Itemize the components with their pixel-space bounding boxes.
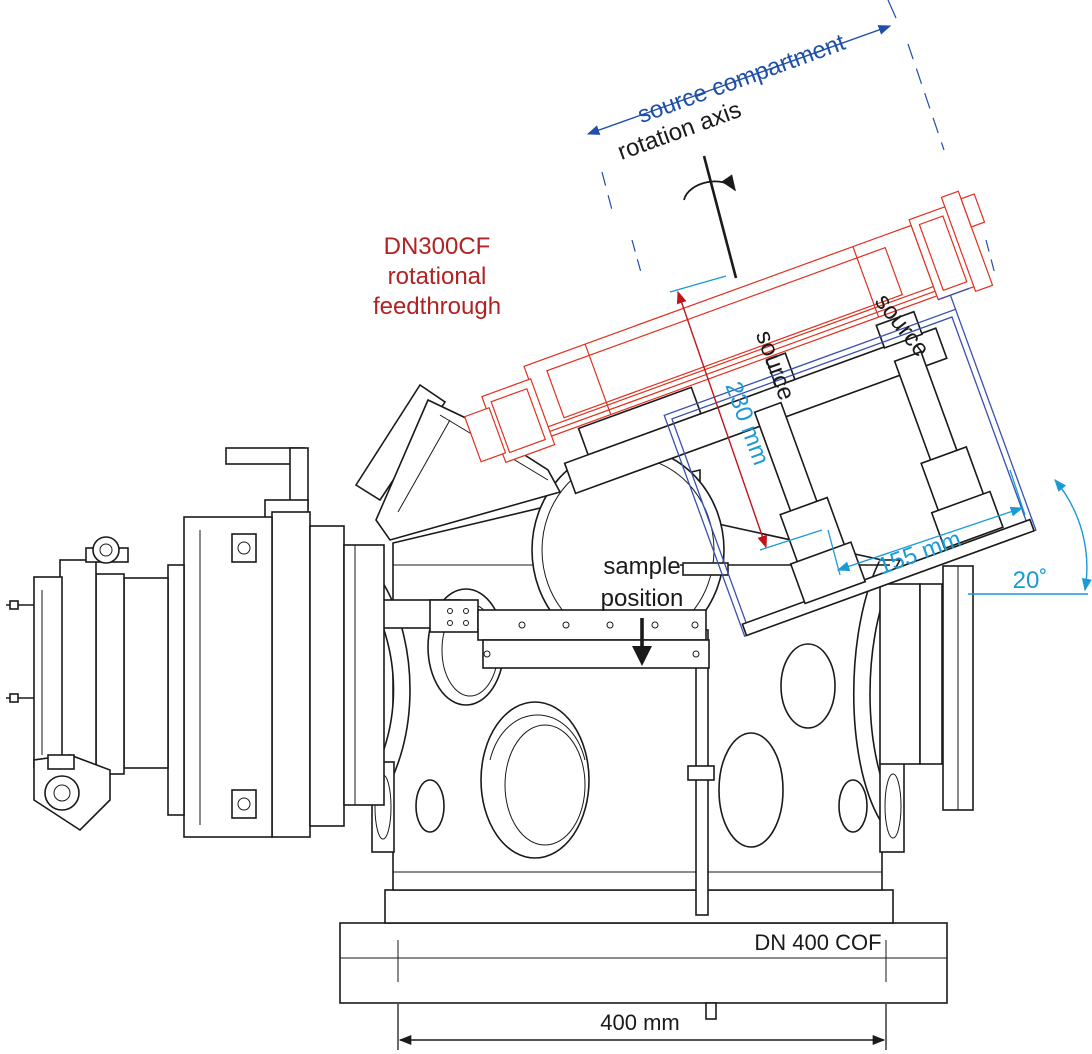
angle-label: 20˚ <box>1013 567 1048 594</box>
dim-angle <box>968 479 1092 595</box>
sample-label-line2: position <box>601 585 684 612</box>
rotation-axis <box>683 155 738 279</box>
feedthrough-label-line2: rotational <box>388 263 487 290</box>
dim-400-label: 400 mm <box>600 1010 679 1035</box>
dim-230 <box>669 275 823 551</box>
angled-port <box>354 383 562 541</box>
sample-position-arrow <box>632 618 652 666</box>
manipulator-stack <box>6 447 385 838</box>
sample-label-line1: sample <box>603 553 680 580</box>
feedthrough-label-line3: feedthrough <box>373 293 501 320</box>
feedthrough-label-line1: DN300CF <box>384 233 491 260</box>
dim-400 <box>397 1004 887 1050</box>
dim-source-compartment <box>586 0 997 279</box>
base-flange <box>339 889 948 1020</box>
rotation-arrow-icon <box>683 174 736 201</box>
dim-155 <box>827 469 1026 576</box>
flange-label: DN 400 COF <box>754 930 881 955</box>
